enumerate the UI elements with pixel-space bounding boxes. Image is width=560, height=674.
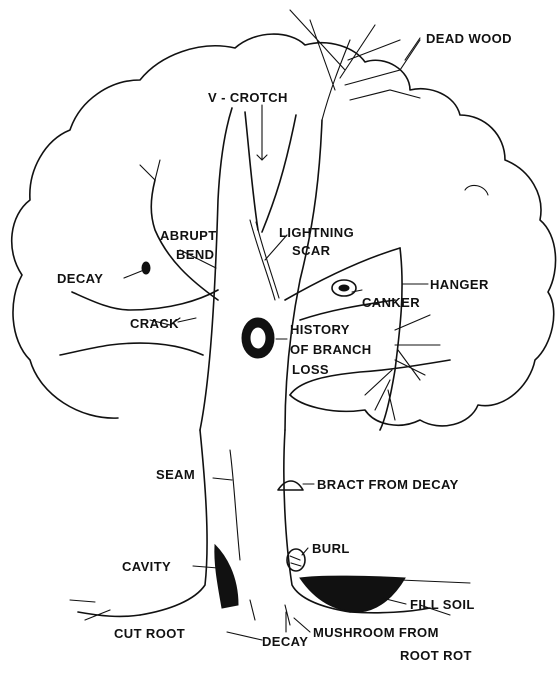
label-bend: BEND (176, 247, 214, 262)
label-cut-root: CUT ROOT (114, 626, 185, 641)
left-branch-top (72, 290, 218, 310)
canker-core (339, 285, 349, 291)
label-v-crotch: V - CROTCH (208, 90, 288, 105)
dead-wood-branches (290, 10, 420, 120)
label-abrupt: ABRUPT (160, 228, 217, 243)
label-decay-left: DECAY (57, 271, 103, 286)
label-hanger: HANGER (430, 277, 489, 292)
label-burl: BURL (312, 541, 350, 556)
label-lightning: LIGHTNING (279, 225, 354, 240)
label-of-branch: OF BRANCH (290, 342, 372, 357)
leader-left (200, 108, 232, 430)
cavity (215, 545, 238, 608)
decay-knot-left (142, 262, 150, 274)
label-scar: SCAR (292, 243, 331, 258)
seam (230, 450, 240, 560)
label-root-rot: ROOT ROT (400, 648, 472, 663)
v-crotch-right (262, 115, 296, 232)
label-bract: BRACT FROM DECAY (317, 477, 459, 492)
label-loss: LOSS (292, 362, 329, 377)
bract (278, 481, 303, 490)
label-seam: SEAM (156, 467, 195, 482)
trunk-base-left (78, 612, 140, 616)
v-crotch-left (245, 112, 258, 230)
label-history: HISTORY (290, 322, 350, 337)
label-dead-wood: DEAD WOOD (426, 31, 512, 46)
crown-inner-lobe (465, 185, 488, 195)
label-cavity: CAVITY (122, 559, 171, 574)
label-decay-bottom: DECAY (262, 634, 308, 649)
label-mushroom: MUSHROOM FROM (313, 625, 439, 640)
burl-texture (290, 556, 301, 566)
label-fill-soil: FILL SOIL (410, 597, 475, 612)
burl (287, 549, 305, 571)
abrupt-bend-twigs (140, 160, 160, 180)
left-branch-bottom (60, 343, 203, 355)
branch-loss-scar-inner (250, 327, 266, 349)
label-crack: CRACK (130, 316, 179, 331)
fill-soil-mound (300, 576, 405, 612)
leader-lines (124, 38, 428, 640)
trunk-left-edge (140, 430, 207, 615)
label-canker: CANKER (362, 295, 420, 310)
